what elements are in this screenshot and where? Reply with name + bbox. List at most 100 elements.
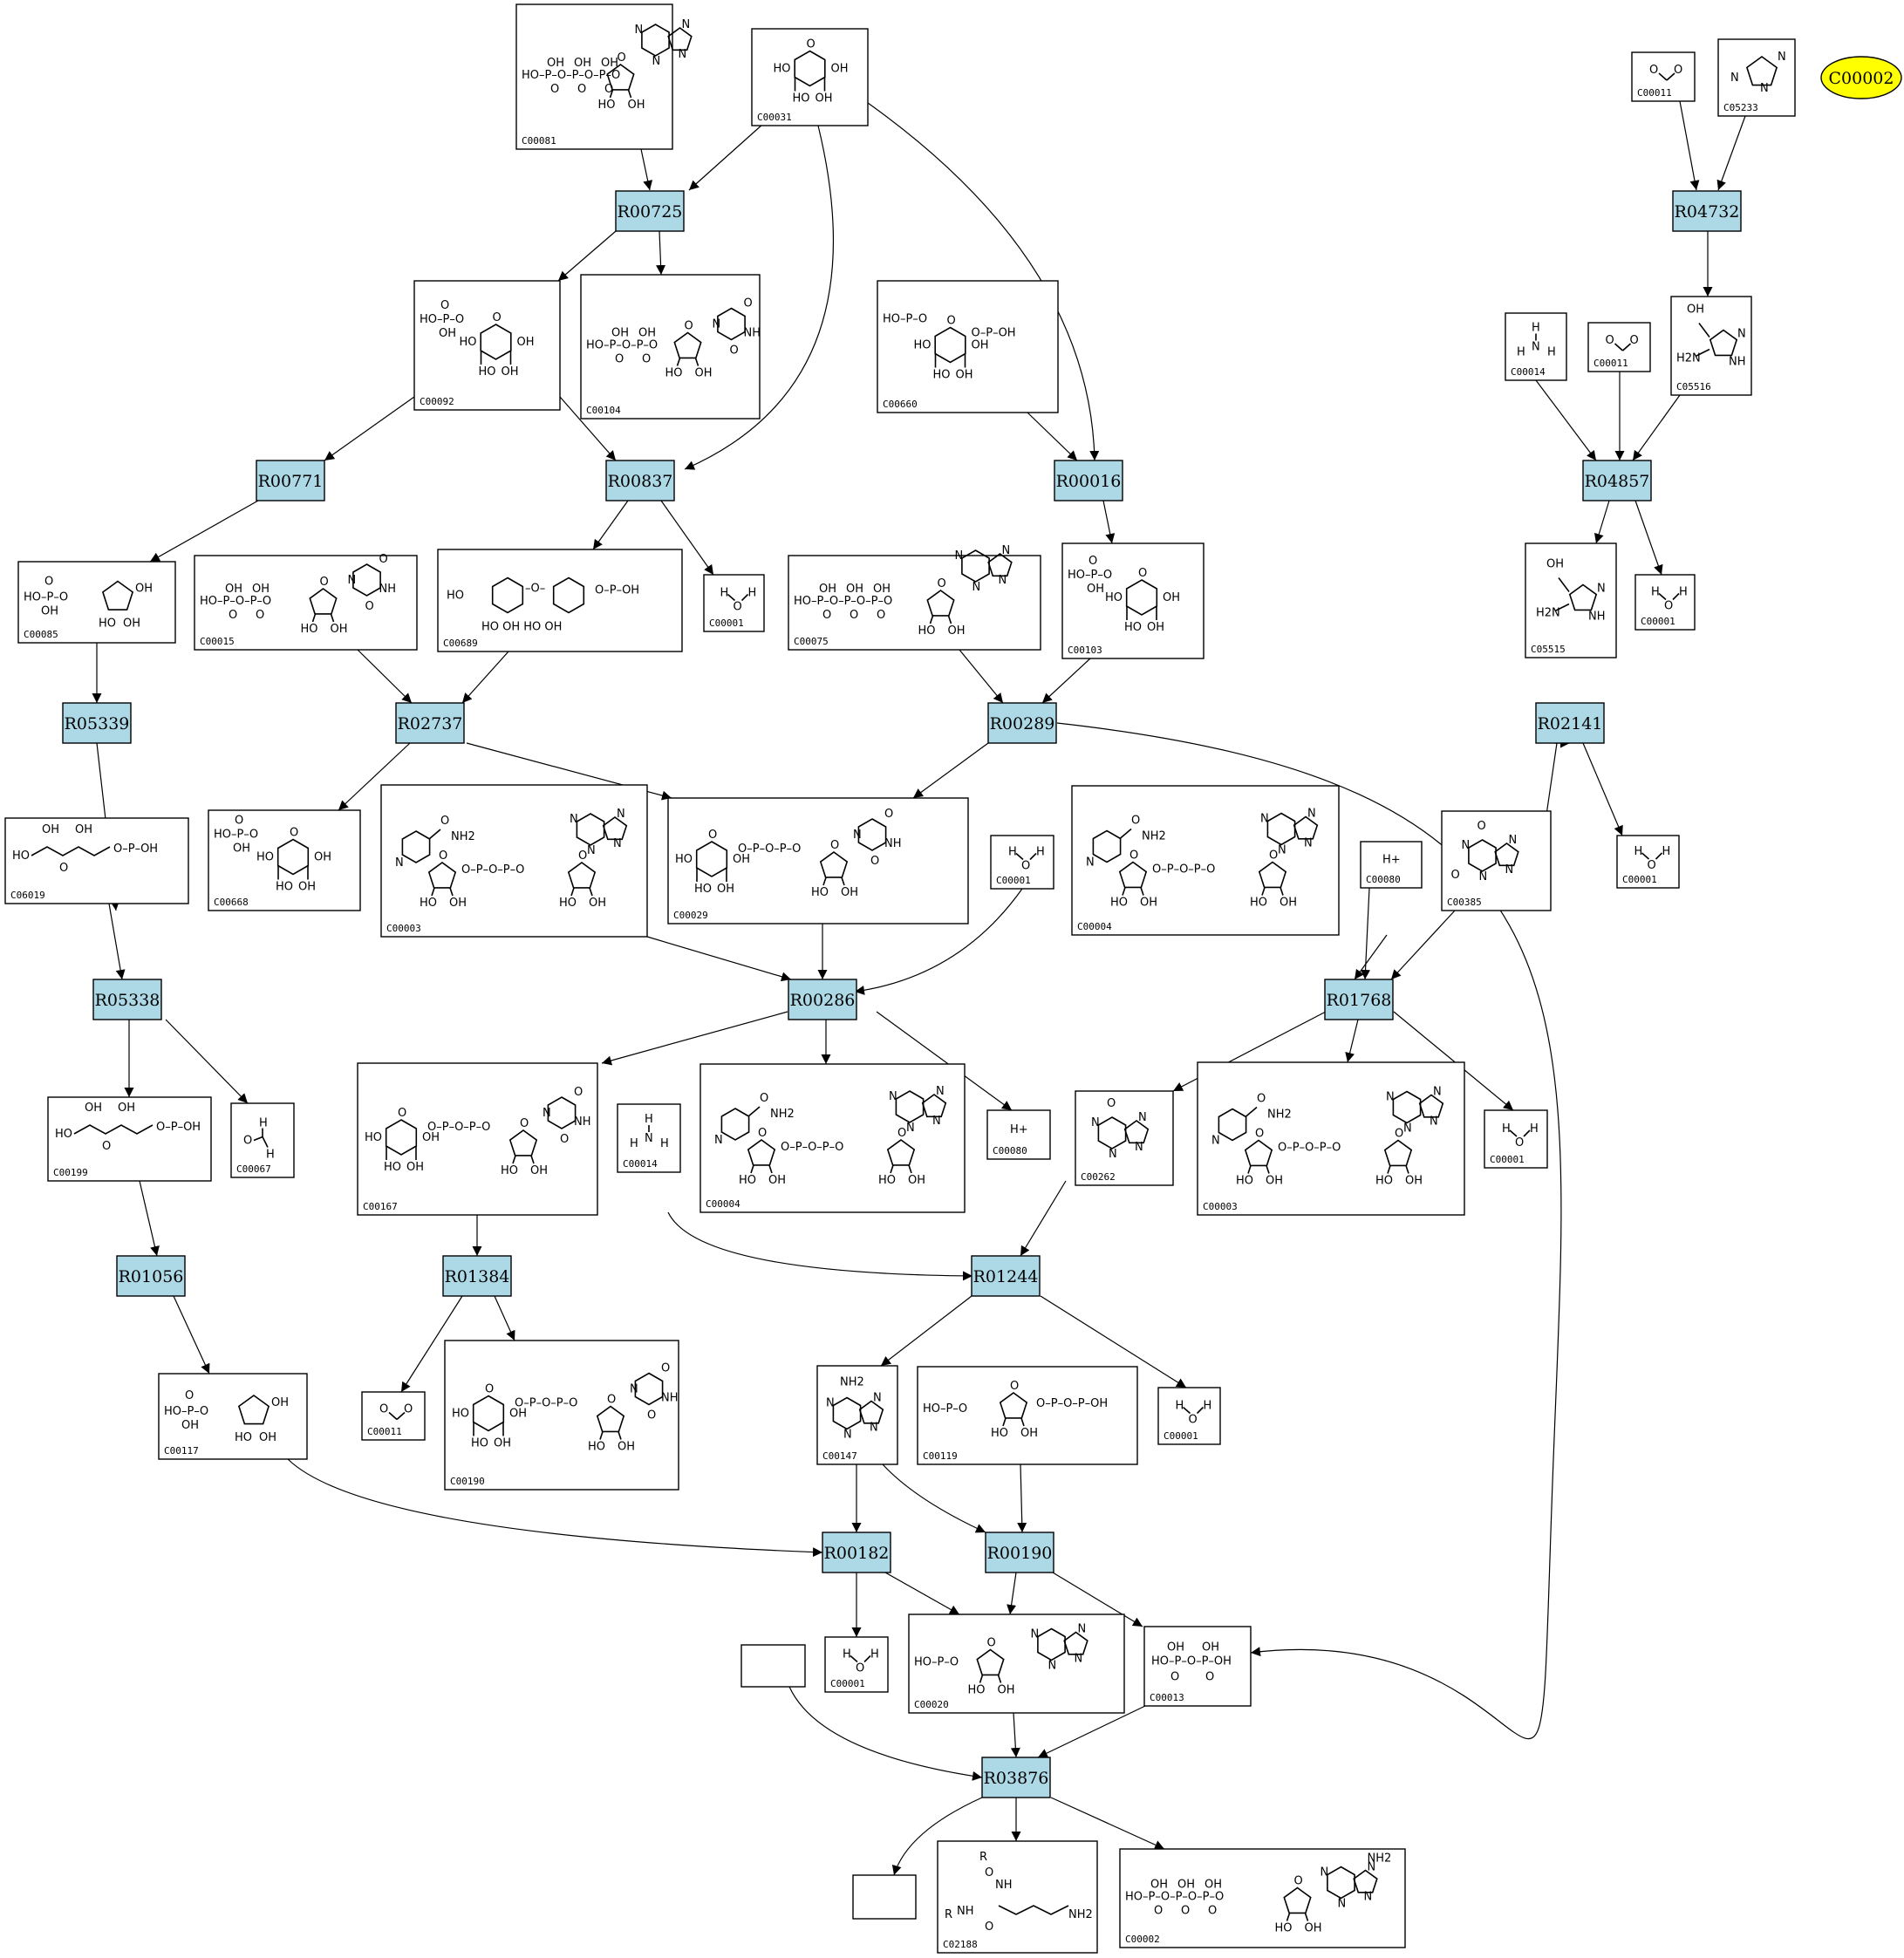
reaction-node[interactable]: R00182 bbox=[822, 1532, 891, 1573]
reaction-node[interactable]: R00725 bbox=[615, 190, 685, 232]
reaction-node[interactable]: R01768 bbox=[1324, 979, 1394, 1020]
reaction-node[interactable]: R05339 bbox=[62, 702, 132, 744]
reaction-node[interactable]: R04857 bbox=[1582, 460, 1652, 501]
compound-node[interactable]: H+C00080 bbox=[1360, 841, 1423, 889]
reaction-edge bbox=[660, 500, 714, 576]
reaction-label: R00190 bbox=[987, 1544, 1053, 1563]
atom-label: OH bbox=[717, 883, 734, 896]
compound-node[interactable]: C00001 bbox=[1484, 1109, 1548, 1169]
compound-node[interactable]: C00001 bbox=[703, 574, 765, 632]
compound-box bbox=[1197, 1061, 1465, 1216]
reaction-edge bbox=[559, 396, 617, 461]
reaction-edge bbox=[1393, 1011, 1514, 1111]
atom-label: HO bbox=[878, 1174, 896, 1187]
reaction-node[interactable]: R03876 bbox=[981, 1757, 1051, 1798]
compound-box bbox=[4, 817, 189, 904]
compound-id: C00013 bbox=[1150, 1692, 1184, 1703]
highlight-compound[interactable]: C00002 bbox=[1820, 56, 1902, 99]
reaction-edge bbox=[1020, 1180, 1067, 1257]
compound-node[interactable]: C00011 bbox=[1587, 322, 1651, 372]
atom-label: O bbox=[1129, 849, 1138, 863]
compound-node[interactable]: C00011 bbox=[1631, 51, 1696, 102]
reaction-edge bbox=[1632, 394, 1681, 461]
reaction-node[interactable]: R00286 bbox=[788, 979, 857, 1020]
compound-node[interactable]: C00011 bbox=[361, 1391, 426, 1441]
reaction-node[interactable]: R05338 bbox=[92, 979, 162, 1020]
reaction-node[interactable]: R00771 bbox=[256, 460, 325, 501]
atom-label: H2N bbox=[1676, 352, 1701, 365]
reaction-edge bbox=[1017, 1463, 1027, 1533]
reaction-node[interactable]: R00190 bbox=[985, 1532, 1054, 1573]
atom-label: O bbox=[807, 38, 816, 51]
atom-label: O bbox=[577, 83, 586, 96]
compound-node[interactable]: C00014 bbox=[617, 1103, 681, 1173]
atom-label: OH bbox=[589, 897, 606, 910]
reaction-node[interactable]: R01056 bbox=[116, 1255, 186, 1297]
compound-box bbox=[1670, 296, 1752, 396]
compound-box bbox=[699, 1063, 966, 1213]
atom-label: N bbox=[1091, 1116, 1100, 1129]
atom-label: HO bbox=[501, 1164, 518, 1177]
compound-id: C00119 bbox=[923, 1450, 958, 1462]
atom-label: O bbox=[760, 1092, 768, 1105]
reaction-node[interactable]: R02737 bbox=[395, 702, 465, 744]
reaction-node[interactable]: R00289 bbox=[987, 702, 1057, 744]
compound-node[interactable]: C00001 bbox=[824, 1636, 889, 1693]
atom-label: HO–P–O bbox=[164, 1405, 208, 1418]
compound-node[interactable]: C00014 bbox=[1505, 312, 1567, 381]
empty-compound-box[interactable] bbox=[740, 1644, 806, 1688]
atom-label: N bbox=[1403, 1122, 1412, 1136]
compound-box bbox=[357, 1062, 598, 1216]
reaction-node[interactable]: R01384 bbox=[442, 1255, 512, 1297]
reaction-node[interactable]: R02141 bbox=[1535, 702, 1605, 744]
reaction-node[interactable]: R01244 bbox=[971, 1255, 1041, 1297]
atom-label: HO–P–O bbox=[24, 591, 68, 604]
atom-label: N bbox=[1338, 1898, 1347, 1911]
compound-box bbox=[208, 809, 361, 911]
reaction-node[interactable]: R00837 bbox=[605, 460, 675, 501]
compound-node[interactable]: C00001 bbox=[990, 835, 1054, 890]
empty-compound-box[interactable] bbox=[852, 1874, 917, 1920]
compound-id: C00001 bbox=[1164, 1430, 1198, 1442]
compound-node[interactable]: C00001 bbox=[1157, 1387, 1221, 1445]
compound-node[interactable]: H+C00080 bbox=[986, 1109, 1051, 1160]
atom-label: O bbox=[59, 862, 68, 875]
reaction-node[interactable]: R00016 bbox=[1054, 460, 1123, 501]
compound-node[interactable]: C00001 bbox=[1634, 574, 1696, 631]
reaction-node[interactable]: R04732 bbox=[1672, 190, 1742, 232]
compound-node[interactable]: C00001 bbox=[1616, 835, 1680, 889]
